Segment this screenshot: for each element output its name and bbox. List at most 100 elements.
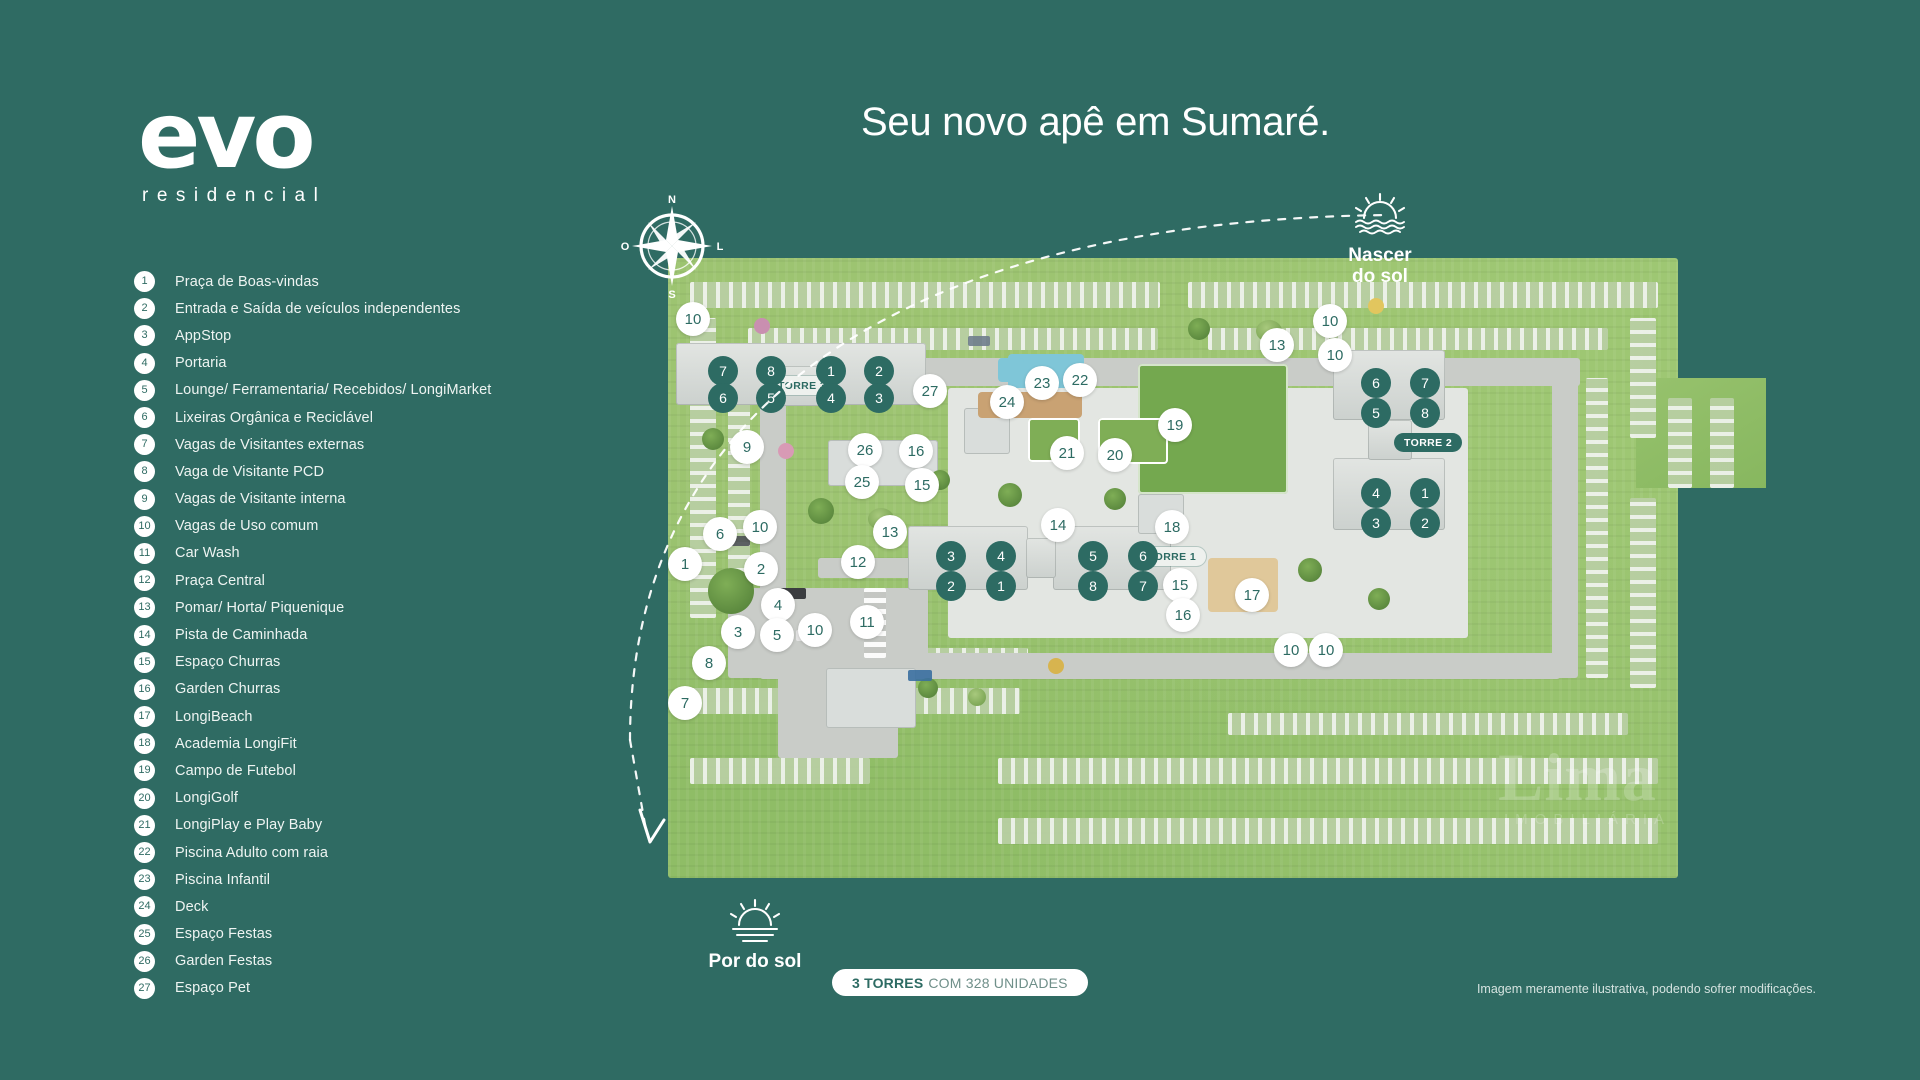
flower-bed [778, 443, 794, 459]
unit-marker[interactable]: 2 [936, 571, 966, 601]
sunset-block: Por do sol [690, 898, 820, 972]
unit-marker[interactable]: 6 [1361, 368, 1391, 398]
car [908, 670, 932, 681]
sunset-label: Por do sol [708, 951, 802, 972]
map-legend-marker[interactable]: 15 [1163, 568, 1197, 602]
unit-marker[interactable]: 7 [1128, 571, 1158, 601]
map-legend-marker[interactable]: 10 [1274, 633, 1308, 667]
map-legend-marker[interactable]: 13 [873, 515, 907, 549]
unit-marker[interactable]: 5 [1361, 398, 1391, 428]
unit-marker[interactable]: 4 [1361, 478, 1391, 508]
unit-marker[interactable]: 8 [1410, 398, 1440, 428]
map-legend-marker[interactable]: 16 [899, 434, 933, 468]
map-legend-marker[interactable]: 19 [1158, 408, 1192, 442]
map-legend-marker[interactable]: 10 [1318, 338, 1352, 372]
legend-number-badge: 21 [134, 814, 155, 836]
legend-item-label: Portaria [175, 355, 227, 372]
unit-marker[interactable]: 5 [756, 383, 786, 413]
unit-marker[interactable]: 1 [986, 571, 1016, 601]
unit-marker[interactable]: 2 [864, 356, 894, 386]
unit-marker[interactable]: 1 [816, 356, 846, 386]
map-legend-marker[interactable]: 9 [730, 430, 764, 464]
map-legend-marker[interactable]: 3 [721, 615, 755, 649]
map-legend-marker[interactable]: 17 [1235, 578, 1269, 612]
shrub [968, 688, 986, 706]
legend-item-label: Vagas de Visitante interna [175, 491, 346, 508]
legend-item-label: Entrada e Saída de veículos independente… [175, 300, 461, 317]
unit-marker[interactable]: 7 [708, 356, 738, 386]
legend-item-label: Espaço Churras [175, 654, 281, 671]
legend-number-badge: 5 [134, 379, 155, 401]
building-torre-1-core [1026, 538, 1056, 578]
map-legend-marker[interactable]: 18 [1155, 510, 1189, 544]
unit-marker[interactable]: 4 [986, 541, 1016, 571]
map-legend-marker[interactable]: 10 [1309, 633, 1343, 667]
legend-item-label: Piscina Adulto com raia [175, 844, 329, 861]
legend-item-label: LongiPlay e Play Baby [175, 817, 323, 834]
sunrise-icon [1354, 192, 1406, 235]
unit-marker[interactable]: 3 [936, 541, 966, 571]
flower-bed [1368, 298, 1384, 314]
units-banner-strong: 3 TORRES [852, 974, 924, 991]
map-legend-marker[interactable]: 25 [845, 465, 879, 499]
map-legend-marker[interactable]: 6 [703, 517, 737, 551]
legend-item-label: Campo de Futebol [175, 762, 296, 779]
brand-name: evo [138, 82, 316, 189]
unit-marker[interactable]: 6 [708, 383, 738, 413]
map-legend-marker[interactable]: 2 [744, 552, 778, 586]
map-legend-marker[interactable]: 22 [1063, 363, 1097, 397]
map-legend-marker[interactable]: 23 [1025, 366, 1059, 400]
map-legend-marker[interactable]: 5 [760, 618, 794, 652]
unit-marker[interactable]: 1 [1410, 478, 1440, 508]
unit-marker[interactable]: 7 [1410, 368, 1440, 398]
piscina-infantil [998, 358, 1024, 382]
map-legend-marker[interactable]: 15 [905, 468, 939, 502]
sunset-icon [729, 898, 781, 942]
legend-item-label: Pomar/ Horta/ Piquenique [175, 599, 345, 616]
map-legend-marker[interactable]: 10 [676, 302, 710, 336]
map-legend-marker[interactable]: 16 [1166, 598, 1200, 632]
map-legend-marker[interactable]: 1 [668, 547, 702, 581]
map-legend-marker[interactable]: 14 [1041, 508, 1075, 542]
legend-number-badge: 16 [134, 678, 155, 700]
map-legend-marker[interactable]: 26 [848, 433, 882, 467]
unit-marker[interactable]: 4 [816, 383, 846, 413]
map-legend-marker[interactable]: 13 [1260, 328, 1294, 362]
map-legend-marker[interactable]: 12 [841, 545, 875, 579]
legend-item-label: Vaga de Visitante PCD [175, 463, 325, 480]
unit-marker[interactable]: 2 [1410, 508, 1440, 538]
map-legend-marker[interactable]: 27 [913, 374, 947, 408]
units-banner-rest: COM 328 UNIDADES [928, 974, 1068, 991]
unit-marker[interactable]: 3 [864, 383, 894, 413]
map-legend-marker[interactable]: 10 [743, 510, 777, 544]
unit-marker[interactable]: 8 [1078, 571, 1108, 601]
map-legend-marker[interactable]: 20 [1098, 438, 1132, 472]
building-portaria [826, 668, 916, 728]
map-legend-marker[interactable]: 4 [761, 588, 795, 622]
map-legend-marker[interactable]: 21 [1050, 436, 1084, 470]
map-legend-marker[interactable]: 24 [990, 385, 1024, 419]
legend-item-label: Espaço Pet [175, 980, 251, 997]
map-legend-marker[interactable]: 8 [692, 646, 726, 680]
map-legend-marker[interactable]: 11 [850, 605, 884, 639]
legend-number-badge: 18 [134, 733, 155, 755]
unit-marker[interactable]: 5 [1078, 541, 1108, 571]
unit-marker[interactable]: 3 [1361, 508, 1391, 538]
unit-marker[interactable]: 8 [756, 356, 786, 386]
map-legend-marker[interactable]: 7 [668, 686, 702, 720]
map-legend-marker[interactable]: 10 [1313, 304, 1347, 338]
map-legend-marker[interactable]: 10 [798, 613, 832, 647]
unit-marker[interactable]: 6 [1128, 541, 1158, 571]
